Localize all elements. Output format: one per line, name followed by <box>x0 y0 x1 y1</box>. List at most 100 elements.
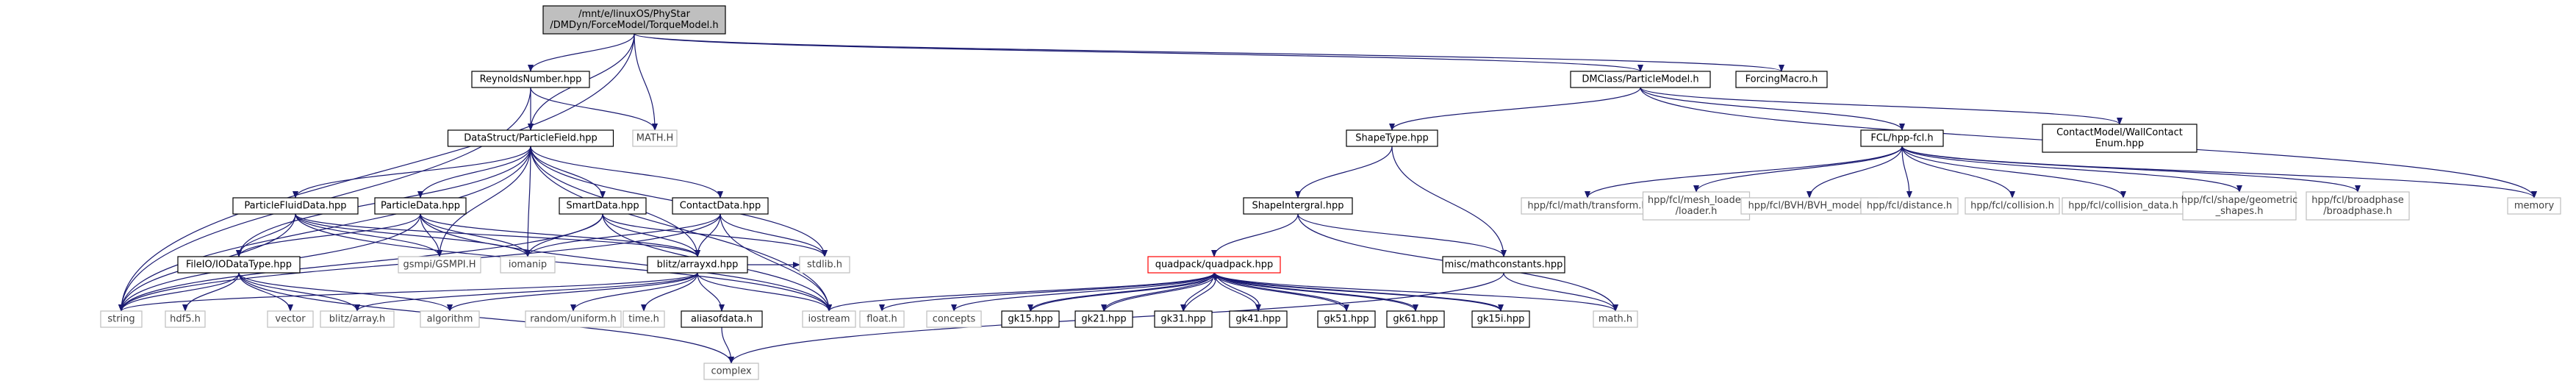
node-gk51[interactable]: gk51.hpp <box>1317 310 1376 328</box>
node-particledata[interactable]: ParticleData.hpp <box>374 197 467 215</box>
node-float_h-box <box>859 310 905 328</box>
node-iomanip-label: iomanip <box>509 260 547 271</box>
node-random_uniform-box <box>525 310 622 328</box>
edge-fclhpp-to-fcl_mesh <box>1693 146 1903 193</box>
node-wallcontact-label: Enum.hpp <box>2095 138 2144 149</box>
node-dmclass[interactable]: DMClass/ParticleModel.h <box>1570 71 1711 88</box>
node-root[interactable]: /mnt/e/linuxOS/PhyStar/DMDyn/ForceModel/… <box>542 5 726 35</box>
node-float_h: float.h <box>859 310 905 328</box>
node-concepts-box <box>926 310 982 328</box>
node-shapeintergral[interactable]: ShapeIntergral.hpp <box>1243 197 1353 215</box>
node-concepts-label: concepts <box>933 314 976 325</box>
node-contactdata-label: ContactData.hpp <box>680 201 761 212</box>
edge-particlefield-to-iomanip <box>525 146 531 257</box>
node-shapeintergral-label: ShapeIntergral.hpp <box>1252 201 1343 212</box>
node-fcl_collision-label: hpp/fcl/collision.h <box>1970 201 2054 212</box>
node-fcl_distance: hpp/fcl/distance.h <box>1860 197 1959 215</box>
node-blitz_arrayxd[interactable]: blitz/arrayxd.hpp <box>647 256 748 274</box>
node-blitz_arrayxd-box <box>647 256 748 274</box>
node-blitz_array-label: blitz/array.h <box>329 314 385 325</box>
node-particlefield-box <box>447 129 614 147</box>
node-gk15i-label: gk15i.hpp <box>1477 314 1525 325</box>
node-memory-box <box>2507 197 2561 215</box>
node-gk61-label: gk61.hpp <box>1393 314 1438 325</box>
node-mathconstants-label: misc/mathconstants.hpp <box>1445 260 1563 271</box>
node-gk21[interactable]: gk21.hpp <box>1074 310 1133 328</box>
node-gk41-label: gk41.hpp <box>1235 314 1280 325</box>
node-string: string <box>100 310 143 328</box>
node-fileio[interactable]: FileIO/IODataType.hpp <box>177 256 301 274</box>
node-gk41[interactable]: gk41.hpp <box>1229 310 1288 328</box>
node-smartdata[interactable]: SmartData.hpp <box>559 197 647 215</box>
node-string-label: string <box>107 314 134 325</box>
node-gk61-box <box>1386 310 1445 328</box>
node-gsmpi-label: gsmpi/GSMPI.H <box>403 260 476 271</box>
edge-gk21-to-quadpack <box>1103 272 1220 312</box>
node-gk31[interactable]: gk31.hpp <box>1154 310 1213 328</box>
node-quadpack[interactable]: quadpack/quadpack.hpp <box>1147 256 1281 274</box>
node-smartdata-label: SmartData.hpp <box>566 201 639 212</box>
node-mathconstants[interactable]: misc/mathconstants.hpp <box>1442 256 1565 274</box>
node-forcingmacro[interactable]: ForcingMacro.h <box>1735 71 1828 88</box>
edge-particledata-to-iostream <box>420 213 832 312</box>
node-concepts: concepts <box>926 310 982 328</box>
node-fcl_collision: hpp/fcl/collision.h <box>1965 197 2060 215</box>
node-iostream-box <box>802 310 856 328</box>
edge-particlefield-to-particlefluiddata <box>293 146 531 199</box>
node-shapetype[interactable]: ShapeType.hpp <box>1346 129 1438 147</box>
node-forcingmacro-box <box>1735 71 1828 88</box>
edge-quadpack-to-math_h2 <box>1213 272 1618 312</box>
edge-contactdata-to-stdlib <box>720 213 828 257</box>
node-shapetype-box <box>1346 129 1438 147</box>
node-fcl_collision-box <box>1965 197 2060 215</box>
edge-root-to-dmclass <box>634 33 1643 72</box>
node-fcl_mesh-label: hpp/fcl/mesh_loader <box>1648 195 1746 206</box>
node-fclhpp[interactable]: FCL/hpp-fcl.h <box>1860 129 1944 147</box>
node-shapeintergral-box <box>1243 197 1353 215</box>
node-particlefield[interactable]: DataStruct/ParticleField.hpp <box>447 129 614 147</box>
edge-quadpack-to-iostream <box>826 272 1215 312</box>
node-gk61[interactable]: gk61.hpp <box>1386 310 1445 328</box>
node-gk15-label: gk15.hpp <box>1008 314 1052 325</box>
node-float_h-label: float.h <box>867 314 897 325</box>
edge-gk61-to-quadpack <box>1213 272 1416 312</box>
edge-particledata-to-fileio <box>236 213 421 257</box>
node-contactdata[interactable]: ContactData.hpp <box>672 197 769 215</box>
edge-fclhpp-to-fcl_shape <box>1901 146 2242 193</box>
node-fcl_mesh-label: /loader.h <box>1676 206 1718 217</box>
node-complex-box <box>703 363 759 380</box>
node-fcl_collision_data: hpp/fcl/collision_data.h <box>2062 197 2185 215</box>
edge-contactdata-to-iostream <box>720 213 832 312</box>
node-gk51-box <box>1317 310 1376 328</box>
edge-fileio-to-blitz_array <box>238 272 360 312</box>
node-fcl_broadphase-label: /broadphase.h <box>2323 206 2392 217</box>
node-memory-label: memory <box>2514 201 2555 212</box>
node-hdf5-label: hdf5.h <box>170 314 201 325</box>
edge-particlefield-to-contactdata <box>530 146 723 199</box>
node-blitz_arrayxd-label: blitz/arrayxd.hpp <box>657 260 739 271</box>
node-particlefluiddata[interactable]: ParticleFluidData.hpp <box>232 197 359 215</box>
edge-blitz_arrayxd-to-algorithm <box>447 272 698 312</box>
node-dmclass-label: DMClass/ParticleModel.h <box>1582 74 1698 85</box>
edge-contactdata-to-blitz_arrayxd <box>695 213 721 257</box>
node-mathconstants-box <box>1442 256 1565 274</box>
node-reynolds[interactable]: ReynoldsNumber.hpp <box>471 71 590 88</box>
node-aliasofdata[interactable]: aliasofdata.h <box>681 310 763 328</box>
node-fcl_broadphase-box <box>2306 191 2410 221</box>
edge-fileio-to-complex <box>238 272 734 364</box>
node-gk15[interactable]: gk15.hpp <box>1001 310 1060 328</box>
node-dmclass-box <box>1570 71 1711 88</box>
node-gk15-box <box>1001 310 1060 328</box>
node-fileio-box <box>177 256 301 274</box>
node-fcl_transform: hpp/fcl/math/transform.h <box>1521 197 1654 215</box>
node-contactdata-box <box>672 197 769 215</box>
node-gk15i-box <box>1471 310 1530 328</box>
node-hdf5: hdf5.h <box>165 310 206 328</box>
edge-particlefluiddata-to-blitz_arrayxd <box>295 213 700 257</box>
node-gk15i[interactable]: gk15i.hpp <box>1471 310 1530 328</box>
edge-particlefield-to-particledata <box>417 146 531 199</box>
edge-dmclass-to-fclhpp <box>1640 87 1905 131</box>
edge-dmclass-to-shapetype <box>1389 87 1641 131</box>
edge-fileio-to-string <box>118 272 240 312</box>
